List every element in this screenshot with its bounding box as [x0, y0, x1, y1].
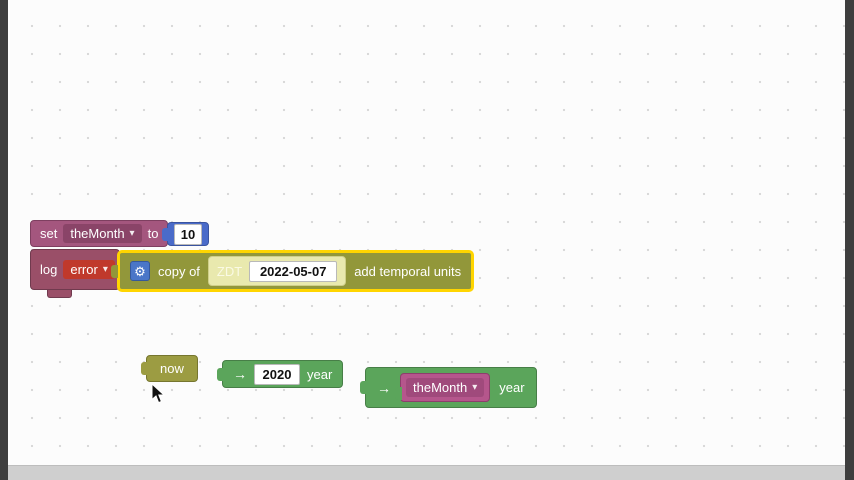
year-label: year	[499, 380, 525, 395]
date-input[interactable]	[249, 260, 338, 282]
to-label: to	[147, 226, 159, 241]
set-variable-block[interactable]: set theMonth ▾ to	[30, 220, 169, 247]
year-label: year	[307, 366, 333, 382]
connector-plug-icon	[111, 265, 118, 278]
zdt-date-block[interactable]: ZDT	[199, 256, 347, 286]
now-block[interactable]: now	[141, 355, 198, 382]
convert-arrow-icon: →	[377, 379, 391, 396]
zdt-type-label: ZDT	[216, 263, 243, 279]
convert-arrow-icon: →	[233, 366, 247, 382]
gear-icon[interactable]: ⚙	[130, 261, 150, 281]
variable-dropdown[interactable]: theMonth ▾	[406, 378, 485, 397]
log-block[interactable]: log error ▾	[30, 249, 120, 290]
copy-of-label: copy of	[158, 263, 200, 279]
dropdown-arrow-icon: ▾	[129, 227, 135, 239]
variable-getter-block[interactable]: theMonth ▾	[395, 373, 491, 402]
number-block[interactable]	[162, 222, 209, 246]
year-of-variable-block[interactable]: → theMonth ▾ year	[360, 367, 537, 408]
variable-dropdown-label: theMonth	[413, 380, 468, 395]
year-input[interactable]	[254, 363, 300, 385]
left-edge-bar	[0, 0, 8, 480]
connector-plug-icon	[199, 269, 207, 282]
connector-plug-icon	[141, 362, 148, 375]
log-level-dropdown[interactable]: error ▾	[63, 260, 115, 279]
now-label: now	[160, 361, 184, 376]
horizontal-scrollbar[interactable]	[8, 465, 845, 480]
right-edge-bar	[845, 0, 854, 480]
year-of-number-block[interactable]: → year	[217, 360, 344, 388]
dropdown-arrow-icon: ▾	[472, 381, 478, 393]
set-keyword-label: set	[40, 226, 58, 241]
dropdown-arrow-icon: ▾	[102, 263, 108, 275]
variable-dropdown[interactable]: theMonth ▾	[63, 224, 142, 243]
variable-dropdown-label: theMonth	[70, 226, 125, 241]
connector-plug-icon	[217, 368, 224, 381]
connector-plug-icon	[395, 387, 402, 400]
connector-plug-icon	[360, 381, 367, 394]
add-temporal-units-label: add temporal units	[354, 263, 462, 279]
connector-plug-icon	[162, 228, 169, 241]
log-level-label: error	[70, 262, 98, 277]
next-statement-connector	[47, 290, 72, 298]
log-keyword-label: log	[40, 262, 58, 277]
number-input[interactable]	[174, 223, 202, 245]
copy-of-block-selected[interactable]: ⚙ copy of ZDT add temporal units	[111, 250, 475, 292]
